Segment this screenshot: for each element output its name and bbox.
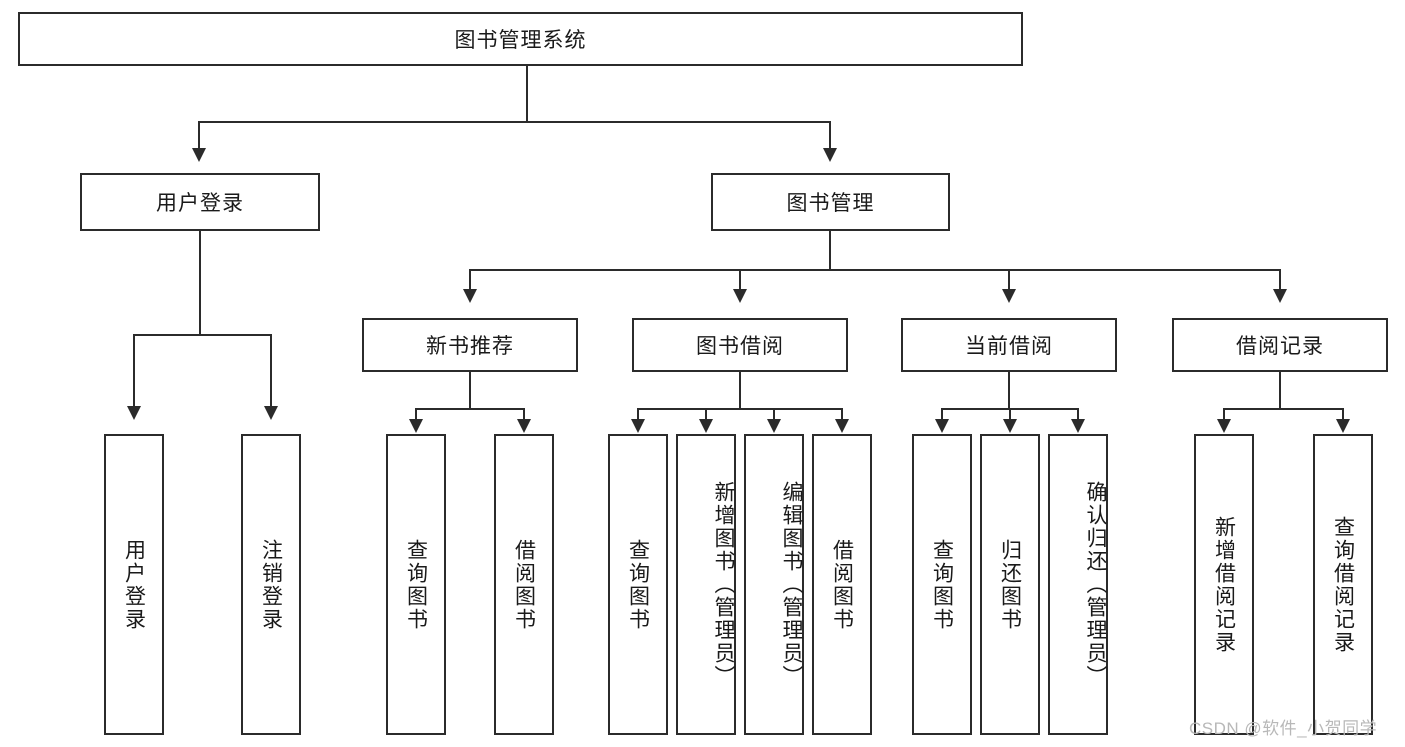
edge-current-borrow-to-leaf-1 — [941, 408, 943, 422]
leaf-book-borrow-query-books[interactable]: 查询图书 — [608, 434, 668, 735]
edge-current-borrow-to-leaf-3 — [1077, 408, 1079, 422]
edge-user-login-stem — [199, 231, 201, 336]
leaf-user-login[interactable]: 用户登录 — [104, 434, 164, 735]
node-label: 查询图书 — [626, 538, 650, 631]
edge-new-book-to-leaf-2 — [523, 408, 525, 422]
arrow-bm-to-book-borrow — [733, 289, 747, 303]
leaf-borrow-records-query-record[interactable]: 查询借阅记录 — [1313, 434, 1373, 735]
arrow-borrow-records-to-leaf-2 — [1336, 419, 1350, 433]
edge-bm-to-book-borrow — [739, 269, 741, 291]
leaf-current-borrow-confirm-return-admin[interactable]: 确认归还（管理员） — [1048, 434, 1108, 735]
arrow-user-login-to-leaf-1 — [127, 406, 141, 420]
arrow-bm-to-borrow-records — [1273, 289, 1287, 303]
edge-user-login-bus — [133, 334, 272, 336]
edge-new-book-stem — [469, 372, 471, 410]
edge-book-borrow-to-leaf-2 — [705, 408, 707, 422]
node-new-book-recommend[interactable]: 新书推荐 — [362, 318, 578, 372]
node-label: 当前借阅 — [965, 335, 1053, 358]
arrow-bm-to-current-borrow — [1002, 289, 1016, 303]
node-borrow-records[interactable]: 借阅记录 — [1172, 318, 1388, 372]
edge-borrow-records-to-leaf-2 — [1342, 408, 1344, 422]
edge-new-book-bus — [415, 408, 525, 410]
edge-book-borrow-to-leaf-3 — [773, 408, 775, 422]
arrow-current-borrow-to-leaf-3 — [1071, 419, 1085, 433]
node-label: 注销登录 — [259, 538, 283, 631]
node-book-borrow[interactable]: 图书借阅 — [632, 318, 848, 372]
node-label: 借阅图书 — [830, 538, 854, 631]
arrow-book-borrow-to-leaf-2 — [699, 419, 713, 433]
leaf-logout-login[interactable]: 注销登录 — [241, 434, 301, 735]
edge-book-management-stem — [829, 231, 831, 271]
edge-bm-to-borrow-records — [1279, 269, 1281, 291]
node-label: 归还图书 — [998, 538, 1022, 631]
leaf-current-borrow-return-books[interactable]: 归还图书 — [980, 434, 1040, 735]
edge-root-to-user-login — [198, 121, 200, 150]
edge-current-borrow-stem — [1008, 372, 1010, 410]
node-label: 查询图书 — [404, 538, 428, 631]
node-book-management[interactable]: 图书管理 — [711, 173, 950, 231]
leaf-new-book-query-books[interactable]: 查询图书 — [386, 434, 446, 735]
leaf-borrow-records-add-record[interactable]: 新增借阅记录 — [1194, 434, 1254, 735]
edge-bm-to-new-book — [469, 269, 471, 291]
leaf-book-borrow-add-book-admin[interactable]: 新增图书（管理员） — [676, 434, 736, 735]
arrow-root-to-book-management — [823, 148, 837, 162]
arrow-current-borrow-to-leaf-1 — [935, 419, 949, 433]
arrow-borrow-records-to-leaf-1 — [1217, 419, 1231, 433]
arrow-new-book-to-leaf-2 — [517, 419, 531, 433]
edge-book-borrow-to-leaf-4 — [841, 408, 843, 422]
edge-user-login-to-leaf-1 — [133, 334, 135, 408]
node-label: 确认归还（管理员） — [1084, 481, 1107, 688]
arrow-book-borrow-to-leaf-4 — [835, 419, 849, 433]
node-label: 借阅图书 — [512, 538, 536, 631]
edge-bm-to-current-borrow — [1008, 269, 1010, 291]
node-label: 查询借阅记录 — [1331, 515, 1355, 654]
arrow-new-book-to-leaf-1 — [409, 419, 423, 433]
node-label: 新书推荐 — [426, 335, 514, 358]
edge-current-borrow-to-leaf-2 — [1009, 408, 1011, 422]
edge-book-borrow-to-leaf-1 — [637, 408, 639, 422]
edge-new-book-to-leaf-1 — [415, 408, 417, 422]
edge-root-bus — [198, 121, 830, 123]
node-current-borrow[interactable]: 当前借阅 — [901, 318, 1117, 372]
leaf-new-book-borrow-books[interactable]: 借阅图书 — [494, 434, 554, 735]
node-label: 图书管理系统 — [454, 29, 587, 52]
node-label: 新增图书（管理员） — [712, 481, 735, 688]
arrow-bm-to-new-book — [463, 289, 477, 303]
watermark-csdn: CSDN @软件_小贺同学 — [1189, 719, 1378, 738]
node-label: 图书借阅 — [696, 335, 784, 358]
arrow-current-borrow-to-leaf-2 — [1003, 419, 1017, 433]
leaf-current-borrow-query-books[interactable]: 查询图书 — [912, 434, 972, 735]
node-user-login[interactable]: 用户登录 — [80, 173, 320, 231]
arrow-book-borrow-to-leaf-1 — [631, 419, 645, 433]
edge-borrow-records-stem — [1279, 372, 1281, 410]
arrow-user-login-to-leaf-2 — [264, 406, 278, 420]
node-label: 查询图书 — [930, 538, 954, 631]
edge-user-login-to-leaf-2 — [270, 334, 272, 408]
node-label: 用户登录 — [122, 538, 146, 631]
leaf-book-borrow-edit-book-admin[interactable]: 编辑图书（管理员） — [744, 434, 804, 735]
node-label: 编辑图书（管理员） — [780, 481, 803, 688]
node-label: 新增借阅记录 — [1212, 515, 1236, 654]
edge-book-borrow-bus — [637, 408, 843, 410]
edge-borrow-records-to-leaf-1 — [1223, 408, 1225, 422]
edge-book-management-bus — [469, 269, 1281, 271]
leaf-book-borrow-borrow-books[interactable]: 借阅图书 — [812, 434, 872, 735]
node-label: 借阅记录 — [1236, 335, 1324, 358]
edge-book-borrow-stem — [739, 372, 741, 410]
node-root-book-management-system[interactable]: 图书管理系统 — [18, 12, 1023, 66]
node-label: 图书管理 — [786, 192, 875, 215]
arrow-book-borrow-to-leaf-3 — [767, 419, 781, 433]
edge-borrow-records-bus — [1223, 408, 1343, 410]
edge-root-to-book-management — [829, 121, 831, 150]
edge-root-stem — [526, 66, 528, 122]
arrow-root-to-user-login — [192, 148, 206, 162]
node-label: 用户登录 — [156, 192, 244, 215]
